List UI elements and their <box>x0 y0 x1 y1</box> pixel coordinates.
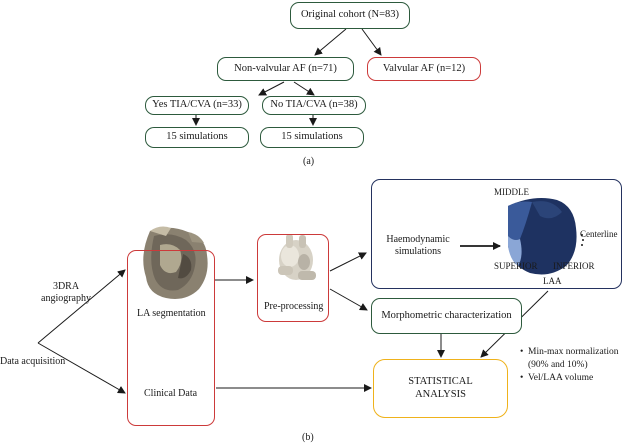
haemodynamic-line1: Haemodynamic <box>386 234 450 245</box>
bullet-item: • Min-max normalization (90% and 10%) <box>520 347 619 370</box>
haemodynamic-box <box>371 179 622 289</box>
clinical-data-label: Clinical Data <box>144 388 198 399</box>
angiography-line2: angiography <box>41 293 91 304</box>
simulations-right-box: 15 simulations <box>260 127 364 148</box>
yes-tia-label: Yes TIA/CVA (n=33) <box>152 99 242 111</box>
no-tia-label: No TIA/CVA (n=38) <box>270 99 358 111</box>
bullet-item: • Vel/LAA volume <box>520 372 594 383</box>
arrow-acquisition-to-la <box>37 269 126 344</box>
simulations-right-label: 15 simulations <box>281 131 343 143</box>
panel-b-label: (b) <box>302 432 314 443</box>
normalization-notes: • Min-max normalization (90% and 10%) • … <box>520 346 619 384</box>
middle-label: MIDDLE <box>494 187 529 197</box>
la-segmentation-label: LA segmentation <box>137 308 206 319</box>
laa-region-image <box>508 198 577 275</box>
angiography-line1: 3DRA <box>52 281 80 292</box>
laa-label: LAA <box>543 276 562 286</box>
yes-tia-box: Yes TIA/CVA (n=33) <box>145 96 249 115</box>
bullet2-line: Vel/LAA volume <box>528 372 594 383</box>
nonvalvular-box: Non-valvular AF (n=71) <box>217 57 354 81</box>
arrow-preprocessing-to-morpho <box>329 288 368 311</box>
la-clinical-box <box>127 250 215 426</box>
bullet1-line1: Min-max normalization <box>528 347 619 357</box>
arrow-preprocessing-to-haemo <box>329 252 367 272</box>
simulations-left-box: 15 simulations <box>145 127 249 148</box>
angiography-label: 3DRA angiography <box>30 281 102 305</box>
statistical-line1: STATISTICAL <box>408 375 473 387</box>
nonvalvular-label: Non-valvular AF (n=71) <box>234 62 337 74</box>
original-cohort-label: Original cohort (N=83) <box>300 9 400 21</box>
haemodynamic-line2: simulations <box>394 246 442 257</box>
bullet1-line2: (90% and 10%) <box>528 359 588 370</box>
preprocessing-label: Pre-processing <box>264 301 324 312</box>
statistical-analysis-box: STATISTICAL ANALYSIS <box>373 359 508 418</box>
superior-label: SUPERIOR <box>494 261 538 271</box>
inferior-label: INFERIOR <box>553 261 595 271</box>
morphometric-box: Morphometric characterization <box>371 298 522 334</box>
morphometric-label: Morphometric characterization <box>381 309 512 321</box>
original-cohort-box: Original cohort (N=83) <box>290 2 410 29</box>
preprocessing-box <box>257 234 329 322</box>
valvular-label: Valvular AF (n=12) <box>382 62 466 74</box>
la-mesh-image <box>143 226 208 299</box>
haemodynamic-label: Haemodynamic simulations <box>378 234 458 258</box>
no-tia-box: No TIA/CVA (n=38) <box>262 96 366 115</box>
arrow-original-to-valvular <box>361 28 382 56</box>
centerline-label: Centerline <box>580 229 618 239</box>
statistical-analysis-label: STATISTICAL ANALYSIS <box>408 376 473 401</box>
arrow-nonvalvular-to-no <box>293 81 315 96</box>
centerline-dots <box>581 234 584 246</box>
preprocessed-mesh-image <box>278 234 316 280</box>
arrow-original-to-nonvalvular <box>314 28 347 56</box>
statistical-line2: ANALYSIS <box>415 388 466 400</box>
panel-a-label: (a) <box>303 156 315 167</box>
data-acquisition-label: Data acquisition <box>0 356 66 367</box>
simulations-left-label: 15 simulations <box>166 131 228 143</box>
arrow-nonvalvular-to-yes <box>258 81 285 96</box>
valvular-box: Valvular AF (n=12) <box>367 57 481 81</box>
arrow-acquisition-to-clinical <box>37 342 126 394</box>
